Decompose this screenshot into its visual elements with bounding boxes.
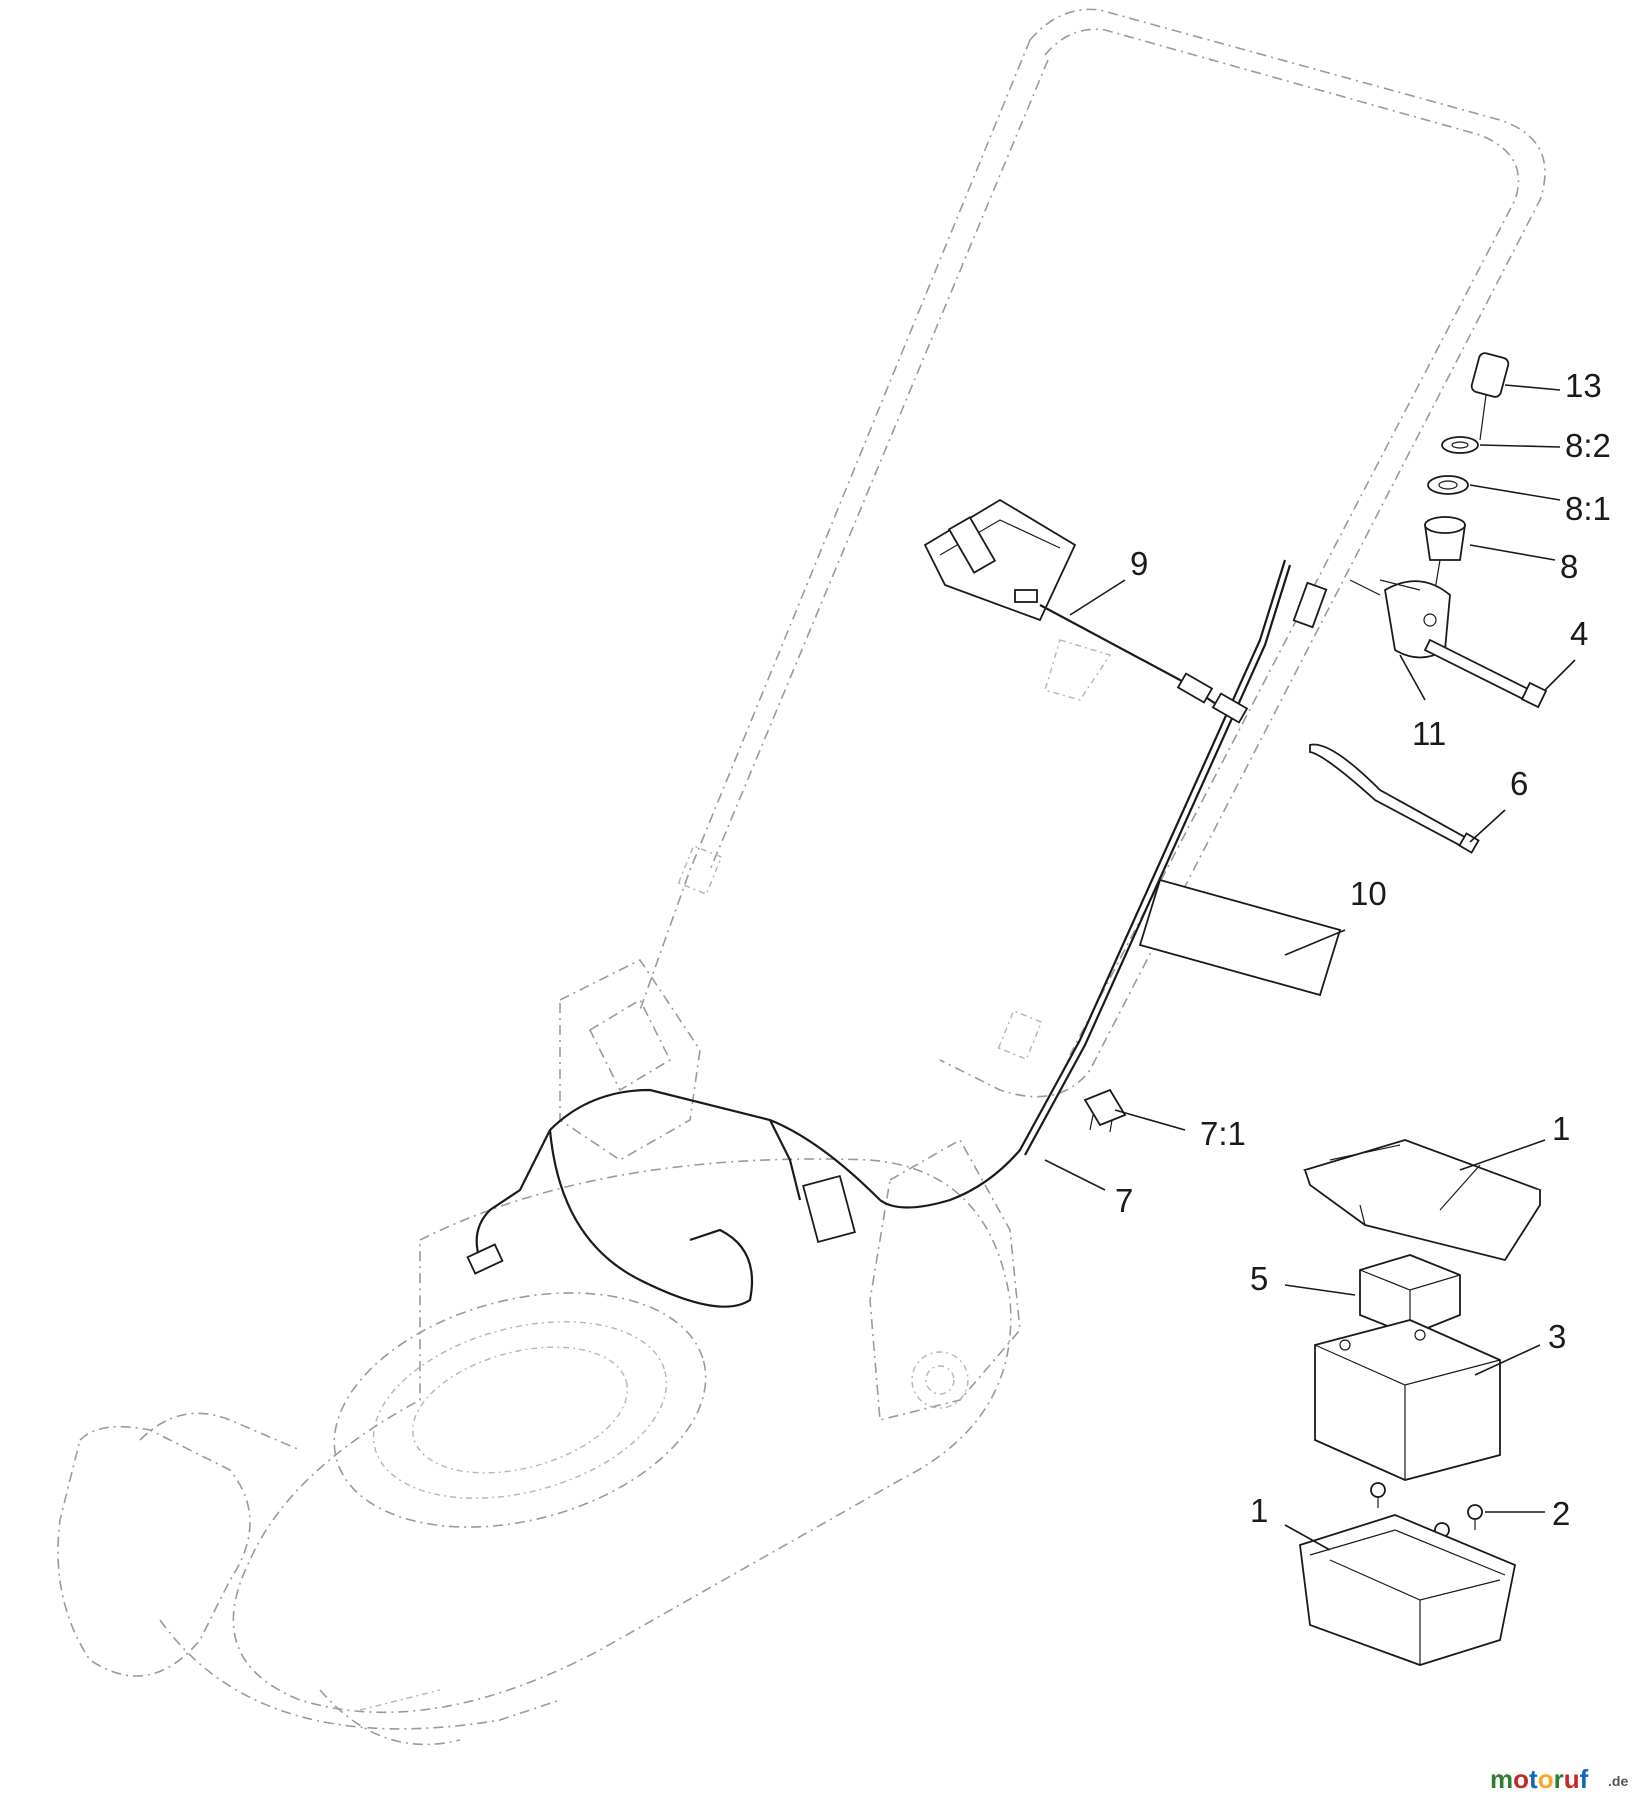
battery-box [1299, 1514, 1517, 1666]
watermark-letter: o [1513, 1764, 1529, 1794]
svg-text:motoruf: motoruf [1490, 1764, 1589, 1794]
wiring-harness [466, 559, 1328, 1308]
callout-labels: 13 8:2 8:1 8 9 4 11 6 10 7:1 7 1 5 3 2 1 [1115, 367, 1611, 1532]
watermark-suffix: .de [1608, 1773, 1628, 1789]
callout-4: 4 [1570, 615, 1588, 652]
ignition-switch-assembly [1349, 352, 1548, 709]
callout-3: 3 [1548, 1318, 1566, 1355]
watermark-letter: f [1580, 1764, 1589, 1794]
callout-1-top: 1 [1552, 1110, 1570, 1147]
callout-13: 13 [1565, 367, 1602, 404]
leader-lines [1044, 384, 1576, 1551]
battery [1314, 1319, 1501, 1481]
watermark-letter: u [1564, 1764, 1580, 1794]
screws [1370, 1482, 1483, 1548]
callout-6: 6 [1510, 765, 1528, 802]
callout-7-1: 7:1 [1200, 1115, 1246, 1152]
watermark-letter: r [1554, 1764, 1564, 1794]
callout-7: 7 [1115, 1182, 1133, 1219]
callout-11: 11 [1412, 715, 1446, 752]
fuse [1083, 1088, 1127, 1133]
callout-10: 10 [1350, 875, 1387, 912]
callout-8-1: 8:1 [1565, 490, 1611, 527]
callout-2: 2 [1552, 1495, 1570, 1532]
mower-ghost-outline [57, 8, 1546, 1746]
callout-9: 9 [1130, 545, 1148, 582]
callout-8: 8 [1560, 548, 1578, 585]
watermark-letter: t [1529, 1764, 1538, 1794]
watermark-letter: m [1490, 1764, 1513, 1794]
callout-5: 5 [1250, 1260, 1268, 1297]
watermark-logo: motoruf .de [1490, 1764, 1628, 1794]
watermark-letter: o [1538, 1764, 1554, 1794]
callout-8-2: 8:2 [1565, 427, 1611, 464]
battery-charger [923, 498, 1249, 724]
decal [1138, 878, 1342, 997]
cable-tie [1309, 743, 1480, 854]
battery-box-cover [1302, 1139, 1542, 1262]
callout-1-bottom: 1 [1250, 1492, 1268, 1529]
